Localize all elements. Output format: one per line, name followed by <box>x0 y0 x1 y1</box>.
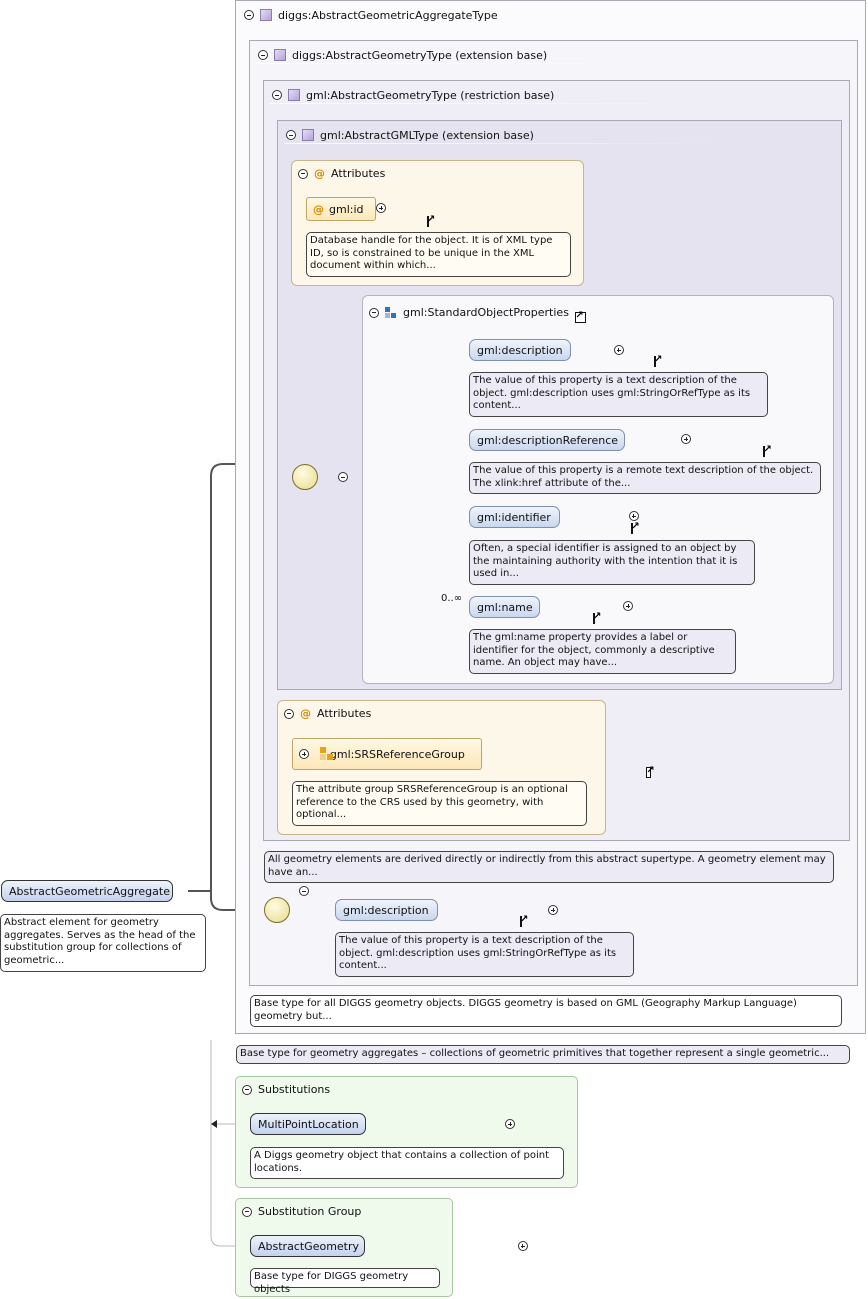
element-name: MultiPointLocation <box>258 1117 359 1131</box>
attribute-group-srs[interactable]: gml:SRSReferenceGroup <box>292 738 655 778</box>
collapse-icon[interactable] <box>244 10 254 20</box>
jump-icon[interactable] <box>763 444 772 457</box>
root-element-name: AbstractGeometricAggregate <box>9 884 170 898</box>
group-icon <box>385 306 397 319</box>
element-name: gml:description <box>477 343 563 357</box>
gml-type-header: gml:AbstractGMLType (extension base) <box>286 127 534 143</box>
collapse-icon[interactable] <box>242 1206 252 1217</box>
diggs-geometry-type-doc: Base type for all DIGGS geometry objects… <box>250 995 842 1027</box>
sequence-icon[interactable] <box>292 464 318 490</box>
element-multipoint-location[interactable]: MultiPointLocation <box>250 1113 366 1135</box>
attributes-header: @ Attributes <box>298 167 385 180</box>
attribute-icon: @ <box>300 707 311 720</box>
collapse-icon[interactable] <box>298 886 309 896</box>
aggregate-type-header: diggs:AbstractGeometricAggregateType <box>244 7 498 23</box>
substitution-group-doc: Base type for DIGGS geometry objects <box>250 1268 440 1295</box>
gml-geometry-type-doc: All geometry elements are derived direct… <box>264 851 834 883</box>
group-name: gml:StandardObjectProperties <box>403 306 569 319</box>
element-doc: The value of this property is a remote t… <box>469 462 821 494</box>
gml-type-label: gml:AbstractGMLType (extension base) <box>320 128 534 142</box>
collapse-icon[interactable] <box>284 708 294 719</box>
collapse-icon[interactable] <box>298 168 308 179</box>
jump-icon[interactable] <box>592 611 602 624</box>
complex-type-icon <box>288 89 300 101</box>
attributes-title: Attributes <box>317 707 372 720</box>
divider <box>284 143 721 144</box>
attributes-header: @ Attributes <box>284 707 371 720</box>
expand-icon[interactable] <box>628 511 639 521</box>
gml-geometry-type-header: gml:AbstractGeometryType (restriction ba… <box>272 87 554 103</box>
attribute-gml-id[interactable]: @ gml:id <box>306 197 435 227</box>
element-doc: Often, a special identifier is assigned … <box>469 540 755 585</box>
multiplicity-label: 0..∞ <box>441 593 463 604</box>
expand-icon[interactable] <box>376 203 386 213</box>
element-name: gml:name <box>477 600 533 614</box>
element-gml-identifier[interactable]: gml:identifier <box>469 506 640 534</box>
jump-icon[interactable] <box>574 310 586 323</box>
expand-icon[interactable] <box>613 345 624 355</box>
substitutions-title: Substitutions <box>258 1083 331 1096</box>
element-name: gml:description <box>343 903 429 917</box>
expand-icon[interactable] <box>548 905 558 915</box>
attribute-icon: @ <box>314 167 325 180</box>
expand-icon[interactable] <box>623 601 633 611</box>
element-name: gml:descriptionReference <box>477 433 619 447</box>
expand-icon[interactable] <box>505 1119 515 1129</box>
aggregate-type-doc: Base type for geometry aggregates – coll… <box>236 1045 850 1064</box>
substitution-group-header: Substitution Group <box>242 1205 361 1218</box>
attribute-group-icon <box>320 747 333 761</box>
sequence-icon[interactable] <box>264 897 290 923</box>
root-element-doc: Abstract element for geometry aggregates… <box>0 914 206 972</box>
geometry-type-label: diggs:AbstractGeometryType (extension ba… <box>292 48 548 62</box>
jump-icon[interactable] <box>645 765 655 778</box>
complex-type-icon <box>274 49 286 61</box>
attribute-doc: Database handle for the object. It is of… <box>306 232 571 277</box>
substitution-group-title: Substitution Group <box>258 1205 362 1218</box>
divider <box>270 103 729 104</box>
complex-type-icon <box>302 129 314 141</box>
collapse-icon[interactable] <box>272 90 282 100</box>
group-header: gml:StandardObjectProperties <box>369 302 586 323</box>
collapse-icon[interactable] <box>242 1084 252 1095</box>
collapse-icon[interactable] <box>337 472 348 482</box>
expand-icon[interactable] <box>681 434 691 444</box>
element-doc: The value of this property is a text des… <box>335 932 634 977</box>
collapse-icon[interactable] <box>258 50 268 60</box>
substitutions-header: Substitutions <box>242 1083 330 1096</box>
jump-icon[interactable] <box>426 214 435 227</box>
element-gml-description[interactable]: gml:description <box>469 339 663 367</box>
element-name: AbstractGeometry <box>258 1239 360 1253</box>
attribute-name: gml:id <box>329 202 364 216</box>
collapse-icon[interactable] <box>369 307 379 318</box>
attribute-icon: @ <box>313 202 324 216</box>
substitution-doc: A Diggs geometry object that contains a … <box>250 1147 564 1179</box>
aggregate-type-label: diggs:AbstractGeometricAggregateType <box>278 8 498 22</box>
element-gml-description[interactable]: gml:description <box>335 899 529 927</box>
attributes-title: Attributes <box>331 167 386 180</box>
expand-icon[interactable] <box>299 749 309 759</box>
divider <box>242 23 745 24</box>
collapse-icon[interactable] <box>286 130 296 140</box>
element-abstract-geometry[interactable]: AbstractGeometry <box>250 1235 365 1257</box>
jump-icon[interactable] <box>519 914 529 927</box>
expand-icon[interactable] <box>517 1241 528 1251</box>
divider <box>256 63 737 64</box>
element-gml-descriptionReference[interactable]: gml:descriptionReference <box>469 429 772 457</box>
element-doc: The value of this property is a text des… <box>469 372 768 417</box>
jump-icon[interactable] <box>630 521 640 534</box>
geometry-type-header: diggs:AbstractGeometryType (extension ba… <box>258 47 547 63</box>
element-gml-name[interactable]: gml:name <box>469 596 602 624</box>
attribute-group-doc: The attribute group SRSReferenceGroup is… <box>292 781 587 826</box>
complex-type-icon <box>260 9 272 21</box>
root-element-abstract-geometric-aggregate[interactable]: AbstractGeometricAggregate <box>1 880 173 902</box>
element-doc: The gml:name property provides a label o… <box>469 629 736 674</box>
jump-icon[interactable] <box>653 354 663 367</box>
element-name: gml:identifier <box>477 510 551 524</box>
attribute-group-name: gml:SRSReferenceGroup <box>329 747 465 761</box>
gml-geometry-type-label: gml:AbstractGeometryType (restriction ba… <box>306 88 555 102</box>
